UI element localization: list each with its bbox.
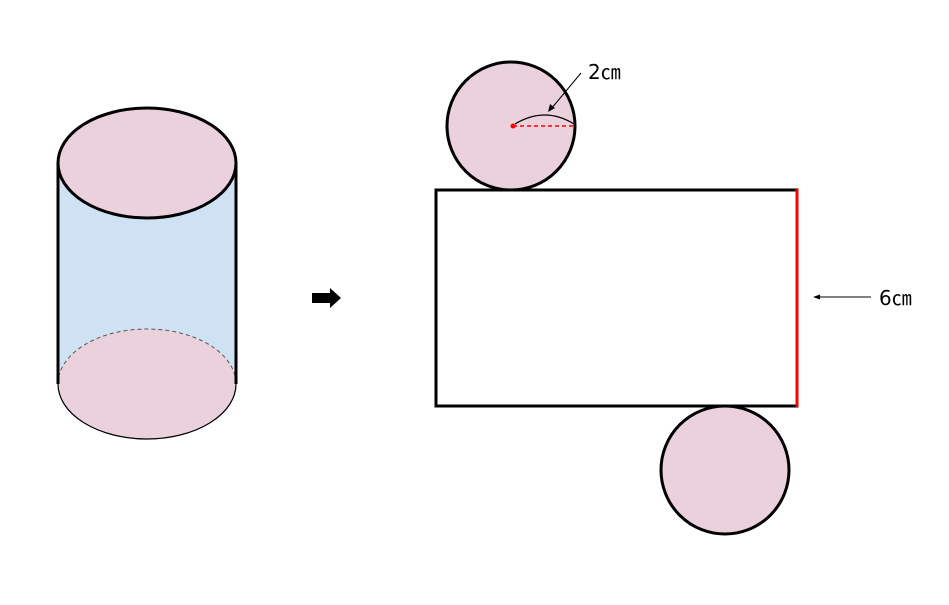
cylinder-bottom-hidden-edge	[57, 328, 237, 385]
net-side-rectangle	[434, 188, 799, 408]
circle-center-point	[510, 123, 516, 129]
cylinder-bottom-face	[58, 329, 236, 439]
radius-pointer-arrowhead	[548, 104, 555, 112]
height-pointer-arrowhead	[813, 294, 820, 300]
radius-brace	[514, 114, 575, 125]
cylinder-bottom-visible-edge	[57, 383, 237, 440]
cylinder-top-face	[56, 106, 238, 220]
net-bottom-circle	[659, 404, 791, 536]
radius-pointer-line	[550, 72, 582, 110]
right-arrow-icon	[312, 288, 341, 308]
radius-label: 2㎝	[588, 60, 621, 84]
cylinder	[56, 106, 238, 440]
height-label: 6㎝	[879, 286, 912, 310]
cylinder-net: 2㎝ 6㎝	[434, 60, 912, 536]
